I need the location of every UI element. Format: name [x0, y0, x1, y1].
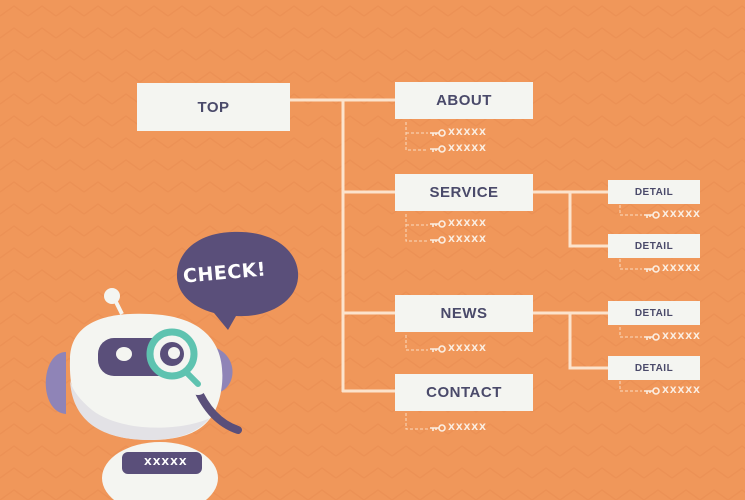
key-icon: [430, 220, 446, 228]
keyword-item: XXXXX: [644, 264, 701, 274]
robot-badge-plate: [122, 452, 202, 474]
keyword-label: XXXXX: [448, 219, 487, 229]
keyword-label: XXXXX: [448, 344, 487, 354]
key-icon: [430, 345, 446, 353]
keyword-label: XXXXX: [448, 235, 487, 245]
keyword-label: XXXXX: [662, 386, 701, 396]
key-icon: [644, 265, 660, 273]
keyword-item: XXXXX: [644, 210, 701, 220]
node-detail: DETAIL: [608, 234, 700, 258]
key-icon: [644, 211, 660, 219]
keyword-item: XXXXX: [430, 144, 487, 154]
node-top: TOP: [137, 83, 290, 131]
node-detail: DETAIL: [608, 356, 700, 380]
node-news: NEWS: [395, 295, 533, 332]
keyword-label: XXXXX: [448, 144, 487, 154]
key-icon: [430, 129, 446, 137]
keyword-label: XXXXX: [448, 128, 487, 138]
keyword-label: XXXXX: [448, 423, 487, 433]
robot-badge-label: XXXXX: [144, 457, 188, 468]
keyword-item: XXXXX: [430, 344, 487, 354]
node-about: ABOUT: [395, 82, 533, 119]
key-icon: [644, 387, 660, 395]
keyword-item: XXXXX: [430, 235, 487, 245]
keyword-item: XXXXX: [644, 332, 701, 342]
node-detail: DETAIL: [608, 180, 700, 204]
node-service: SERVICE: [395, 174, 533, 211]
keyword-label: XXXXX: [662, 264, 701, 274]
node-contact: CONTACT: [395, 374, 533, 411]
key-icon: [644, 333, 660, 341]
keyword-label: XXXXX: [662, 332, 701, 342]
key-icon: [430, 145, 446, 153]
node-detail: DETAIL: [608, 301, 700, 325]
keyword-label: XXXXX: [662, 210, 701, 220]
keyword-item: XXXXX: [430, 128, 487, 138]
keyword-item: XXXXX: [644, 386, 701, 396]
key-icon: [430, 424, 446, 432]
key-icon: [430, 236, 446, 244]
keyword-item: XXXXX: [430, 423, 487, 433]
magnifier-icon: [146, 328, 201, 387]
keyword-item: XXXXX: [430, 219, 487, 229]
